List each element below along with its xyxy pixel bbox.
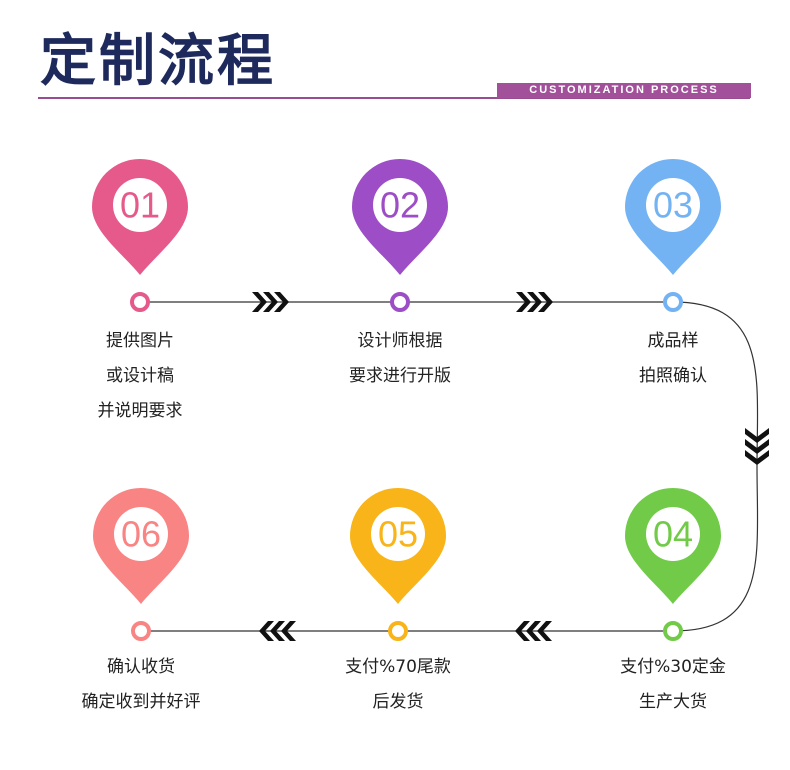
step-description-line: 设计师根据 — [357, 331, 443, 351]
location-pin-icon: 06 — [93, 488, 189, 604]
location-pin-icon: 03 — [625, 159, 721, 275]
step-node-dot — [663, 292, 683, 312]
step-description: 提供图片或设计稿并说明要求 — [55, 324, 225, 429]
step-description-line: 支付%30定金 — [620, 657, 726, 677]
page-title: 定制流程 — [40, 29, 276, 94]
step-node-dot — [663, 621, 683, 641]
pin-inner-circle — [646, 178, 700, 232]
triple-chevron-left-icon — [259, 621, 296, 641]
step-description: 确认收货确定收到并好评 — [56, 650, 226, 720]
step-number: 04 — [653, 514, 693, 555]
step-description-line: 后发货 — [372, 692, 424, 712]
step-description-line: 要求进行开版 — [349, 366, 451, 386]
step-description: 支付%30定金生产大货 — [588, 650, 758, 720]
step-number: 01 — [120, 185, 160, 226]
step-description-line: 拍照确认 — [639, 366, 707, 386]
pin-inner-circle — [646, 507, 700, 561]
step-description-line: 确定收到并好评 — [81, 692, 201, 712]
pin-inner-circle — [373, 178, 427, 232]
step-description: 支付%70尾款后发货 — [313, 650, 483, 720]
step-number: 05 — [378, 514, 418, 555]
location-pin-icon: 05 — [350, 488, 446, 604]
pin-inner-circle — [371, 507, 425, 561]
step-description-line: 确认收货 — [107, 657, 175, 677]
step-number: 02 — [380, 185, 420, 226]
page-subtitle: CUSTOMIZATION PROCESS — [497, 83, 751, 98]
step-description: 设计师根据要求进行开版 — [315, 324, 485, 394]
triple-chevron-down-icon — [745, 428, 769, 465]
location-pin-icon: 04 — [625, 488, 721, 604]
step-number: 03 — [653, 185, 693, 226]
location-pin-icon: 01 — [92, 159, 188, 275]
triple-chevron-right-icon — [252, 292, 289, 312]
step-description: 成品样拍照确认 — [588, 324, 758, 394]
triple-chevron-right-icon — [516, 292, 553, 312]
pin-inner-circle — [113, 178, 167, 232]
step-node-dot — [390, 292, 410, 312]
title-divider — [38, 97, 750, 99]
triple-chevron-left-icon — [515, 621, 552, 641]
step-description-line: 生产大货 — [639, 692, 707, 712]
step-number: 06 — [121, 514, 161, 555]
step-description-line: 并说明要求 — [97, 401, 183, 421]
step-node-dot — [130, 292, 150, 312]
step-description-line: 提供图片 — [106, 331, 174, 351]
step-description-line: 或设计稿 — [106, 366, 174, 386]
step-description-line: 成品样 — [647, 331, 699, 351]
step-node-dot — [131, 621, 151, 641]
step-node-dot — [388, 621, 408, 641]
step-description-line: 支付%70尾款 — [345, 657, 451, 677]
pin-inner-circle — [114, 507, 168, 561]
curve-connector-line — [672, 301, 759, 632]
location-pin-icon: 02 — [352, 159, 448, 275]
